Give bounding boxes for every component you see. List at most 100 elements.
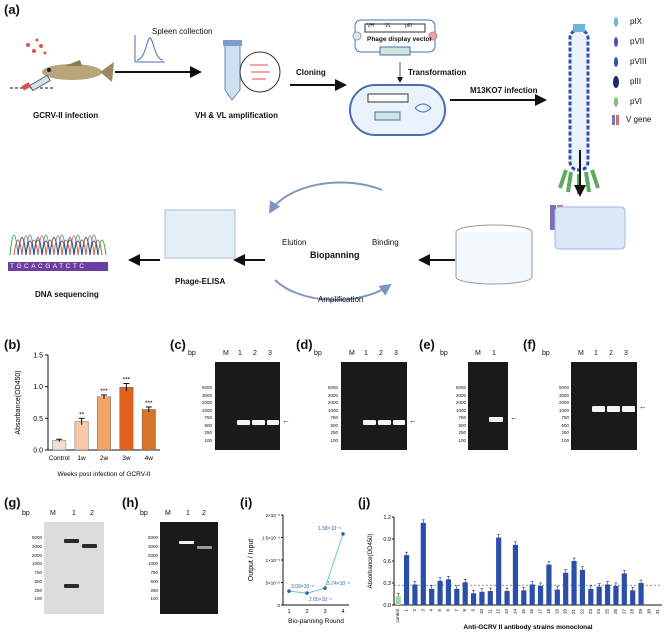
spleen-graph-icon bbox=[134, 35, 165, 63]
bacteria-icon bbox=[349, 84, 446, 136]
chart-b-ytick-label: 1.5 bbox=[33, 353, 43, 360]
gel-g-bp: bp bbox=[22, 510, 30, 517]
chart-b-significance: ** bbox=[79, 411, 85, 418]
gel-d-ladder-label: 500 bbox=[330, 422, 338, 428]
gel-e-ladder-label: 750 bbox=[458, 415, 466, 420]
spleen-collection-label: Spleen collection bbox=[152, 27, 213, 36]
gel-c-ladder-label: 750 bbox=[204, 415, 212, 420]
chart-i-ytick-label: 1×10⁻⁵ bbox=[266, 558, 281, 563]
chart-j-bar bbox=[571, 561, 577, 605]
chart-j-xtick-label: 21 bbox=[571, 609, 576, 615]
biopanning-label: Biopanning bbox=[310, 250, 360, 260]
m13-label: M13KO7 infection bbox=[470, 86, 538, 95]
gel-h-ladder-label: 250 bbox=[150, 587, 158, 593]
chart-j-xtick-label: 12 bbox=[496, 609, 501, 615]
gel-h-ladder-label: 3000 bbox=[147, 543, 158, 549]
gel-h-ladder-label: 100 bbox=[150, 596, 158, 602]
gel-h-ladder-label: 2000 bbox=[147, 552, 158, 558]
panel-label-i: (i) bbox=[240, 495, 253, 510]
panel-label-f: (f) bbox=[523, 337, 536, 352]
chart-j-xtick-label: 1 bbox=[404, 609, 409, 612]
gel-h-lane1: 1 bbox=[186, 510, 190, 517]
chart-j-xtick-label: 8 bbox=[462, 609, 467, 612]
chart-j-xtick-label: 23 bbox=[588, 609, 593, 615]
fish-icon bbox=[42, 60, 114, 82]
chart-i-point-label: 3.74×10⁻⁶ bbox=[327, 581, 350, 587]
chart-j-xtick-label: 18 bbox=[546, 609, 551, 615]
chart-j-xtick-label: 17 bbox=[538, 609, 543, 615]
chart-j-bar bbox=[445, 579, 452, 605]
gel-c-ladder-label: 100 bbox=[204, 437, 212, 443]
chart-i-xtick-label: 4 bbox=[341, 609, 344, 615]
well-icon bbox=[455, 224, 533, 285]
vector-vl: VL bbox=[385, 23, 392, 29]
cloning-label: Cloning bbox=[296, 68, 326, 77]
gel-h-ladder-label: 750 bbox=[150, 570, 158, 575]
chart-i-xtick-label: 2 bbox=[305, 609, 308, 615]
gel-g-ladder-label: 5000 bbox=[31, 535, 42, 540]
chart-j-xtick-label: 3 bbox=[420, 609, 425, 612]
gel-c-lane3: 3 bbox=[268, 350, 272, 357]
chart-j-bar bbox=[504, 591, 510, 605]
chart-j-xtick-label: 25 bbox=[605, 609, 610, 615]
phage-particle-icon bbox=[550, 24, 600, 230]
gel-e-ladder-label: 100 bbox=[458, 437, 466, 443]
gel-f-lane1: 1 bbox=[594, 350, 598, 357]
chart-j-xtick-label: 22 bbox=[579, 609, 584, 615]
chart-i-xtick-label: 3 bbox=[323, 609, 326, 615]
chart-j-xtick-label: 11 bbox=[487, 609, 492, 614]
chart-j-bar bbox=[487, 591, 493, 605]
chart-j-bar bbox=[403, 555, 410, 605]
infection-label: GCRV-II infection bbox=[33, 111, 99, 120]
gel-c-ladder-label: 1000 bbox=[201, 407, 212, 413]
chart-b-xtick-label: 2w bbox=[100, 455, 109, 462]
legend-pix: pIX bbox=[630, 17, 643, 26]
chart-j-xtick-label: 30 bbox=[646, 609, 651, 615]
legend-pviii: pVIII bbox=[630, 57, 647, 66]
elution-label: Elution bbox=[282, 238, 307, 247]
chart-j-bar bbox=[546, 564, 552, 605]
chart-j-bar bbox=[529, 584, 535, 605]
chart-j-bar bbox=[537, 585, 544, 605]
gel-c-lane2: 2 bbox=[253, 350, 257, 357]
chart-j-bar bbox=[470, 593, 477, 605]
chart-j-bar bbox=[579, 569, 586, 605]
chart-i-point bbox=[305, 591, 309, 595]
chart-j-bar bbox=[630, 590, 636, 605]
chart-j-bar bbox=[395, 596, 401, 605]
gel-f-ladder-label: 100 bbox=[561, 437, 569, 443]
gel-e-ladder-label: 1000 bbox=[455, 407, 466, 413]
chart-j-xtick-label: 14 bbox=[512, 609, 517, 615]
chart-j-bar bbox=[412, 584, 418, 605]
gel-d-lane1: 1 bbox=[364, 350, 368, 357]
chart-i-ytick-label: 5×10⁻⁶ bbox=[266, 581, 281, 586]
gel-g-lane2: 2 bbox=[90, 510, 94, 517]
chart-i-point-label: 3.09×10⁻⁶ bbox=[291, 584, 314, 590]
vector-label: Phage display vector bbox=[367, 36, 433, 43]
chart-j-xtick-label: 29 bbox=[638, 609, 643, 615]
chart-j-bar bbox=[621, 573, 627, 605]
chart-j-xtick-label: 4 bbox=[429, 609, 434, 612]
legend-vgene: V gene bbox=[626, 115, 652, 124]
chart-j-xtick-label: 20 bbox=[563, 609, 568, 615]
gel-g-m: M bbox=[50, 510, 56, 517]
gel-d-bp: bp bbox=[314, 350, 322, 357]
chart-j-xtick-label: 24 bbox=[596, 609, 601, 615]
chart-j-ylabel: Absorbance(OD450) bbox=[368, 533, 374, 588]
gel-c bbox=[215, 362, 280, 450]
gel-h-ladder-label: 500 bbox=[150, 578, 158, 584]
panel-label-j: (j) bbox=[358, 495, 371, 510]
gel-c-ladder-label: 5000 bbox=[201, 385, 212, 390]
gel-e-ladder-label: 250 bbox=[458, 430, 466, 435]
gel-f-ladder-label: 750 bbox=[561, 415, 569, 420]
gel-e-ladder-label: 3000 bbox=[455, 392, 466, 398]
gel-h bbox=[160, 522, 218, 614]
chart-j-xtick-label: 19 bbox=[554, 609, 559, 615]
panel-label-c: (c) bbox=[170, 337, 186, 352]
gel-g-ladder-label: 100 bbox=[34, 596, 42, 602]
chart-b-xtick-label: 3w bbox=[122, 455, 131, 462]
seq-letters: TGCACGATCTC bbox=[10, 263, 87, 270]
chart-j-bar bbox=[554, 589, 560, 605]
gel-g-ladder-label: 250 bbox=[34, 587, 42, 593]
